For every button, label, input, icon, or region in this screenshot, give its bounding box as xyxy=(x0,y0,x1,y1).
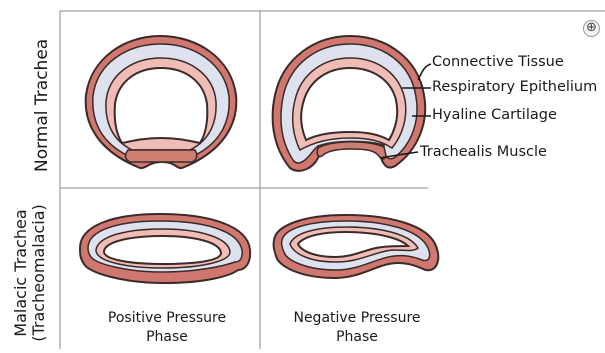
phase-label-negative: Negative Pressure Phase xyxy=(282,309,432,347)
callout-hyaline-cartilage: Hyaline Cartilage xyxy=(432,107,557,123)
phase-label-negative-line2: Phase xyxy=(282,328,432,347)
trachealis-muscle-band xyxy=(317,142,386,159)
callout-connective-tissue: Connective Tissue xyxy=(432,54,564,70)
trachealis-muscle-band xyxy=(126,150,197,162)
malacic-trachea-negative xyxy=(274,215,439,278)
normal-trachea-right xyxy=(273,36,426,171)
malacic-trachea-positive xyxy=(80,214,250,283)
row-label-malacic-line1: Malacic Trachea xyxy=(12,199,30,347)
phase-label-positive-line2: Phase xyxy=(92,328,242,347)
normal-trachea-left xyxy=(86,36,237,168)
tracheal-lumen xyxy=(115,68,208,143)
row-label-malacic-line2: (Tracheomalacia) xyxy=(30,199,48,347)
phase-label-positive: Positive Pressure Phase xyxy=(92,309,242,347)
callout-trachealis-muscle: Trachealis Muscle xyxy=(420,144,547,160)
zoom-in-icon[interactable]: ⊕ xyxy=(583,20,600,37)
row-label-malacic: Malacic Trachea (Tracheomalacia) xyxy=(12,199,48,347)
phase-label-negative-line1: Negative Pressure xyxy=(282,309,432,328)
callout-respiratory-epithelium: Respiratory Epithelium xyxy=(432,79,597,95)
row-label-normal: Normal Trachea xyxy=(32,39,52,172)
phase-label-positive-line1: Positive Pressure xyxy=(92,309,242,328)
tracheal-lumen xyxy=(104,236,221,264)
